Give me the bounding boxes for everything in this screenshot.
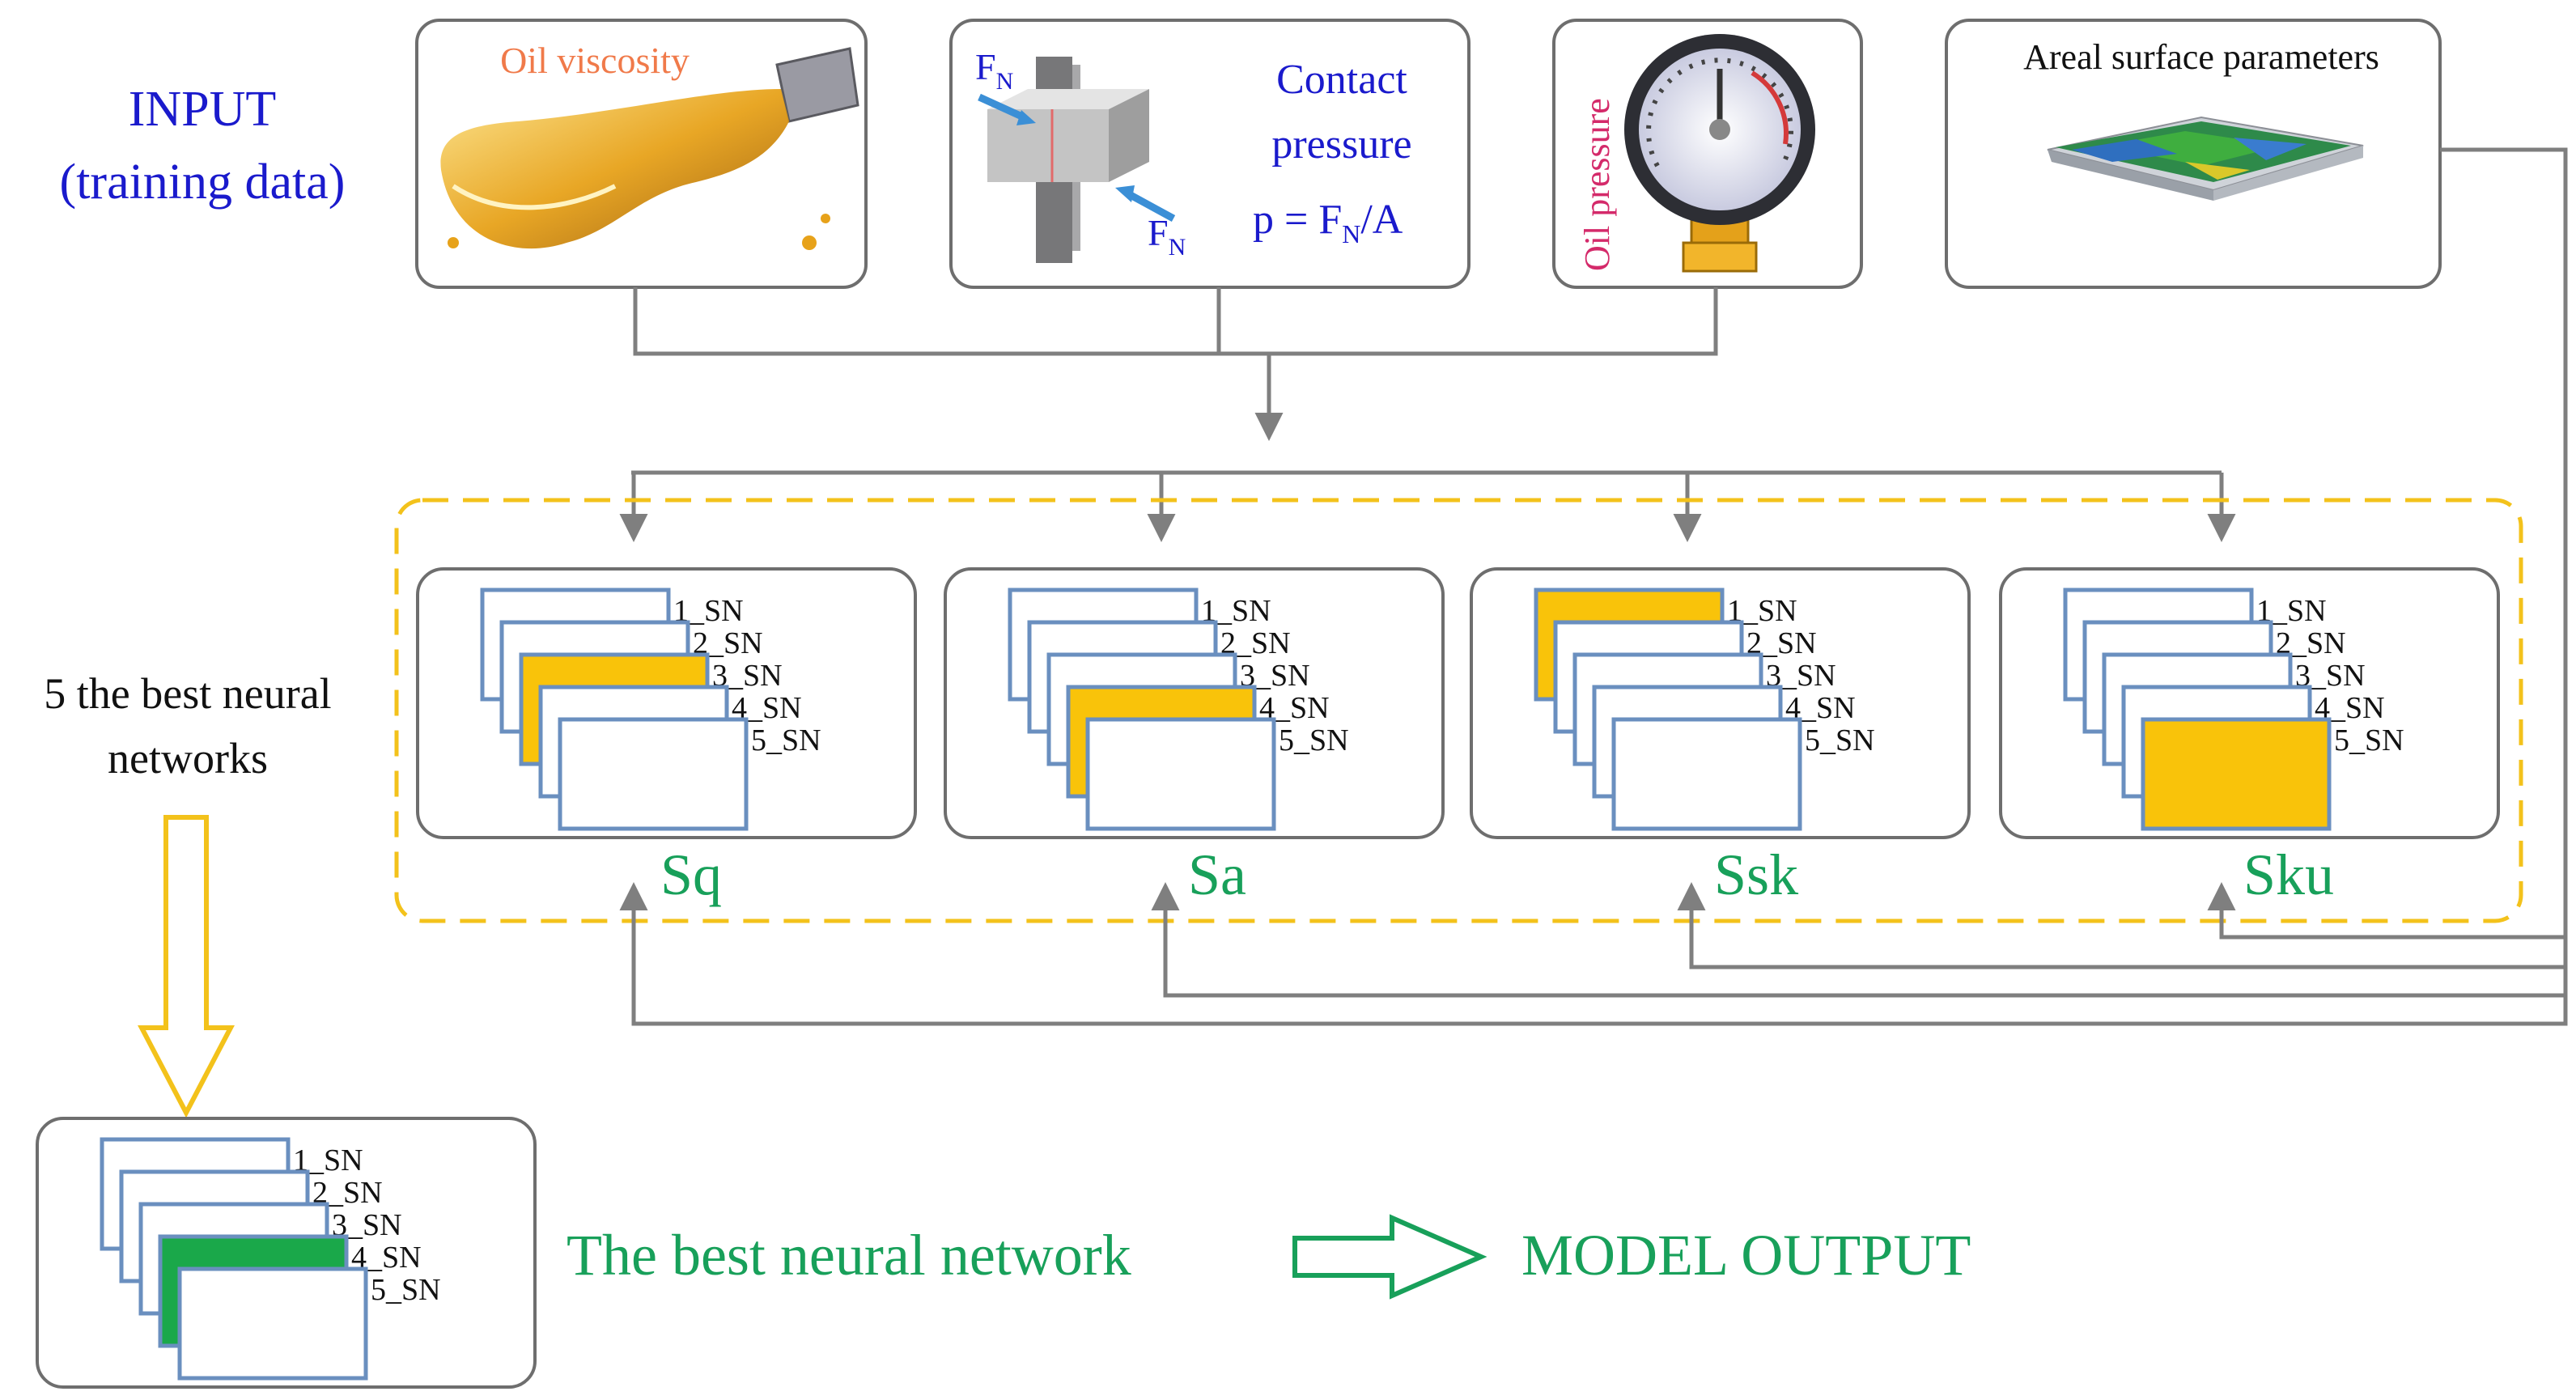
areal-surface-label: Areal surface parameters <box>2023 37 2379 77</box>
contact-pressure-box: FN FN Contact pressure p = FN/A <box>949 19 1470 289</box>
network-groups: 1_SN2_SN3_SN4_SN5_SN Sq 1_SN2_SN3_SN4_SN… <box>416 567 2500 907</box>
input-connectors <box>619 287 2236 542</box>
feedback-connectors <box>619 147 2568 1026</box>
sn-sheet-stack: 1_SN2_SN3_SN4_SN5_SN <box>100 1137 441 1381</box>
contact-pressure-line2: pressure <box>1271 121 1411 168</box>
oil-pour-icon <box>440 47 859 250</box>
oil-viscosity-label: Oil viscosity <box>500 40 690 81</box>
group-name: Ssk <box>1714 842 1798 907</box>
best-network-box: 1_SN2_SN3_SN4_SN5_SN <box>36 1117 537 1389</box>
surface-topography-icon <box>2047 116 2364 201</box>
sn-label: 5_SN <box>1279 723 1349 757</box>
force-label-top: FN <box>975 46 1013 95</box>
network-group: 1_SN2_SN3_SN4_SN5_SN Sku <box>1999 567 2500 907</box>
group-name: Sku <box>2243 842 2334 907</box>
areal-surface-box: Areal surface parameters <box>1945 19 2442 289</box>
sn-sheet-stack: 1_SN2_SN3_SN4_SN5_SN <box>1008 588 1349 831</box>
sn-label: 5_SN <box>751 723 821 757</box>
sn-sheet-stack: 1_SN2_SN3_SN4_SN5_SN <box>2063 588 2404 831</box>
group-name: Sa <box>1188 842 1246 907</box>
sn-sheet <box>558 717 749 831</box>
sn-label: 5_SN <box>371 1273 441 1307</box>
contact-pressure-line1: Contact <box>1276 57 1407 103</box>
oil-viscosity-box: Oil viscosity <box>415 19 868 289</box>
networks-label-line1: 5 the best neural <box>44 669 331 718</box>
sn-sheet-stack: 1_SN2_SN3_SN4_SN5_SN <box>1534 588 1875 831</box>
network-group: 1_SN2_SN3_SN4_SN5_SN Ssk <box>1470 567 1971 907</box>
group-name: Sq <box>660 842 722 907</box>
contact-pressure-formula: p = FN/A <box>1253 197 1403 248</box>
pressure-gauge-icon <box>1624 34 1815 273</box>
sn-sheet <box>1085 717 1276 831</box>
contact-block-icon <box>978 57 1176 263</box>
sn-sheet <box>177 1266 368 1381</box>
network-group: 1_SN2_SN3_SN4_SN5_SN Sa <box>944 567 1445 907</box>
best-network-label: The best neural network <box>567 1223 1131 1288</box>
sn-sheet <box>1611 717 1802 831</box>
input-label-line2: (training data) <box>60 155 346 210</box>
sn-label: 5_SN <box>1805 723 1875 757</box>
model-output-label: MODEL OUTPUT <box>1521 1223 1971 1288</box>
force-label-bottom: FN <box>1148 212 1186 261</box>
sn-sheet-stack: 1_SN2_SN3_SN4_SN5_SN <box>480 588 821 831</box>
network-group: 1_SN2_SN3_SN4_SN5_SN Sq <box>416 567 917 907</box>
networks-label-line2: networks <box>108 734 268 783</box>
right-arrow-icon <box>1292 1214 1487 1300</box>
sn-label: 5_SN <box>2334 723 2404 757</box>
sn-sheet <box>2141 717 2332 831</box>
oil-pressure-label: Oil pressure <box>1577 98 1617 271</box>
oil-pressure-box: Oil pressure <box>1552 19 1863 289</box>
down-arrow-icon <box>138 815 235 1118</box>
input-label-line1: INPUT <box>129 82 277 137</box>
network-group-frame <box>394 498 2523 923</box>
